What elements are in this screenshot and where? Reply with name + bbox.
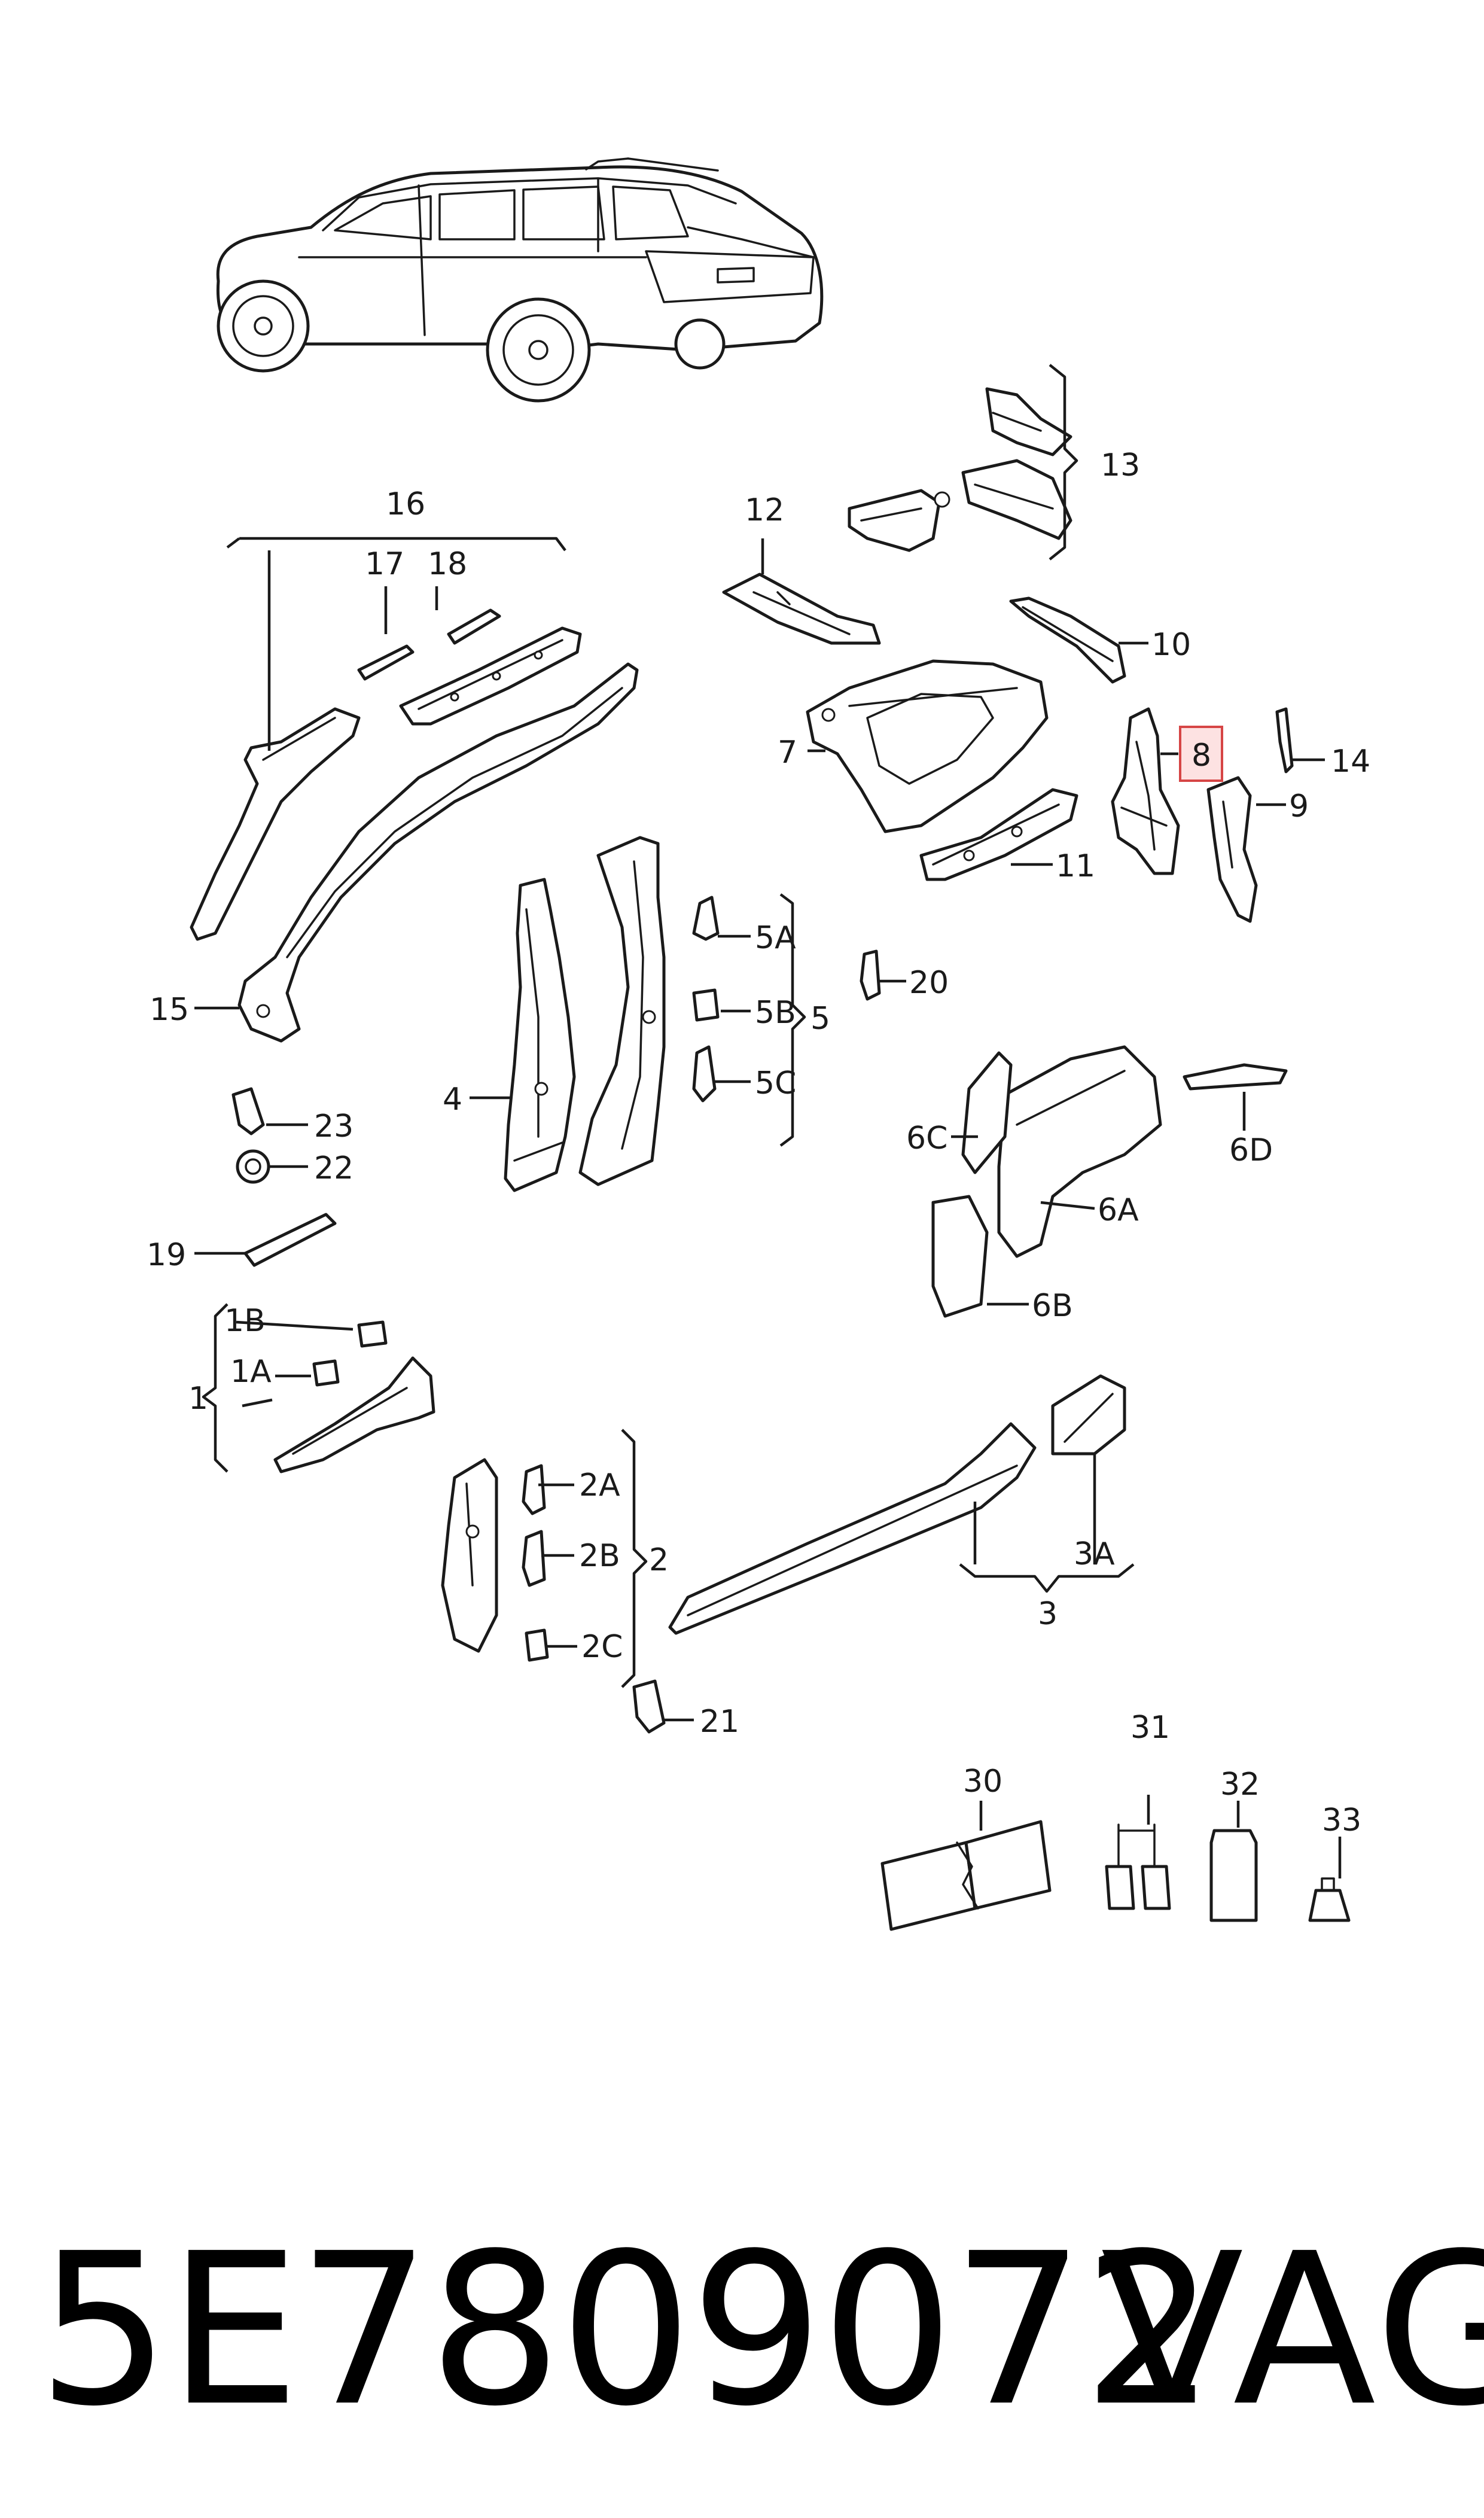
label-1B: 1B [224,1303,266,1339]
label-1A: 1A [230,1354,272,1390]
highlight-box [1179,726,1223,782]
part-3-sill [668,1374,1126,1635]
label-5: 5 [810,1001,830,1037]
label-6A: 6A [1098,1192,1139,1228]
part-11-crossmember [919,788,1078,881]
label-18: 18 [428,546,467,582]
label-13: 13 [1101,447,1140,483]
label-33: 33 [1322,1803,1361,1838]
part-21 [632,1679,666,1734]
label-32: 32 [1220,1767,1260,1803]
label-15: 15 [150,992,189,1028]
label-17: 17 [365,546,404,582]
part-14-strip [1275,707,1294,774]
label-21: 21 [700,1704,739,1740]
part-16-roof-frame [190,608,582,941]
part-8-bracket [1111,707,1180,875]
car-illustration [216,157,824,403]
label-2A: 2A [579,1467,620,1503]
label-7: 7 [778,735,797,771]
label-11: 11 [1056,848,1095,884]
label-2B: 2B [579,1538,620,1574]
part-9-bracket [1206,776,1258,923]
label-5B: 5B [755,995,796,1031]
part-13-bracket-assembly [848,387,1072,552]
part-12-panel [722,573,881,645]
part-number: 5E7809072 [37,2208,1216,2452]
label-12: 12 [745,492,784,528]
label-6D: 6D [1229,1132,1273,1168]
grouping-braces [202,364,1135,1688]
label-3: 3 [1038,1596,1058,1632]
label-9: 9 [1289,788,1309,824]
label-1: 1 [188,1381,208,1417]
label-5A: 5A [755,920,796,956]
part-5B [692,988,720,1022]
part-10-rail [1009,596,1126,684]
label-6C: 6C [906,1121,947,1156]
label-8: 8 [1192,738,1211,774]
label-10: 10 [1151,627,1191,663]
part-15-roof-rail [237,662,639,1043]
part-5A [692,896,720,941]
label-2: 2 [649,1542,669,1578]
part-6-group [931,1045,1288,1318]
part-19 [243,1213,337,1267]
part-23 [231,1087,265,1135]
part-4-b-pillar [504,878,576,1192]
brand-name: VAG [1101,2208,1484,2452]
part-5C [692,1045,717,1103]
part-b-pillar-outer [578,836,666,1186]
label-20: 20 [909,965,949,1001]
leader-lines [194,538,1342,1878]
label-6B: 6B [1032,1288,1073,1324]
label-14: 14 [1331,744,1370,780]
part-1-group [273,1320,435,1473]
labels: 1 1A 1B 2 2A 2B 2C 3 3A 4 5 5A 5B 5C 6A … [147,447,1370,1838]
part-2-group [441,1458,666,1734]
label-23: 23 [314,1109,354,1144]
small-parts-group [231,896,881,1267]
label-4: 4 [443,1082,462,1118]
label-30: 30 [963,1764,1002,1800]
parts-consumables [880,1820,1351,1931]
label-16: 16 [386,486,425,522]
label-31: 31 [1130,1710,1170,1746]
label-3A: 3A [1074,1536,1115,1572]
part-22 [236,1149,270,1184]
label-22: 22 [314,1150,354,1186]
label-5C: 5C [755,1065,796,1101]
part-20 [860,949,881,1001]
part-7-quarter-panel [806,659,1049,833]
label-19: 19 [147,1237,186,1273]
label-2C: 2C [581,1629,623,1665]
